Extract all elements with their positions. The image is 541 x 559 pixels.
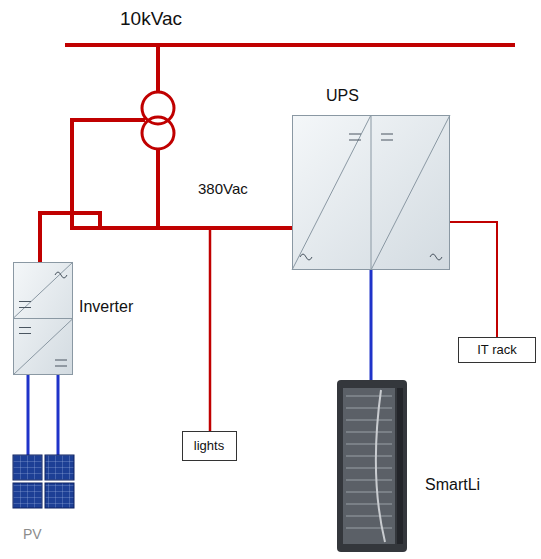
pv-array: PV <box>13 455 75 509</box>
inverter-feed <box>40 213 100 262</box>
voltage-label: 10kVac <box>120 8 182 30</box>
node-label: lights <box>194 439 224 454</box>
node-graphic <box>13 262 73 375</box>
node-label: UPS <box>326 87 359 105</box>
lv-bus <box>72 120 292 228</box>
inverter-unit: Inverter <box>13 262 73 375</box>
load-box: lights <box>182 431 237 461</box>
node-label: IT rack <box>477 343 517 358</box>
dc-cable <box>27 375 30 455</box>
ups-unit: UPS <box>292 115 450 270</box>
mv-bus <box>65 43 515 47</box>
ac-output-wire <box>450 222 497 337</box>
node-graphic <box>333 380 411 552</box>
dc-cable <box>370 270 373 380</box>
transformer-feed <box>156 45 160 92</box>
transformer-winding <box>142 92 174 124</box>
battery-cabinet: SmartLi <box>333 380 411 552</box>
voltage-label: 380Vac <box>198 180 248 197</box>
node-label: PV <box>23 526 42 542</box>
transformer-output <box>156 149 160 228</box>
transformer-winding <box>142 117 174 149</box>
dc-cable <box>57 375 60 455</box>
lights-feed <box>209 228 212 432</box>
node-label: Inverter <box>79 298 133 316</box>
node-graphic <box>292 115 450 270</box>
node-graphic <box>13 455 75 509</box>
load-box: IT rack <box>458 337 536 363</box>
node-label: SmartLi <box>425 476 480 494</box>
